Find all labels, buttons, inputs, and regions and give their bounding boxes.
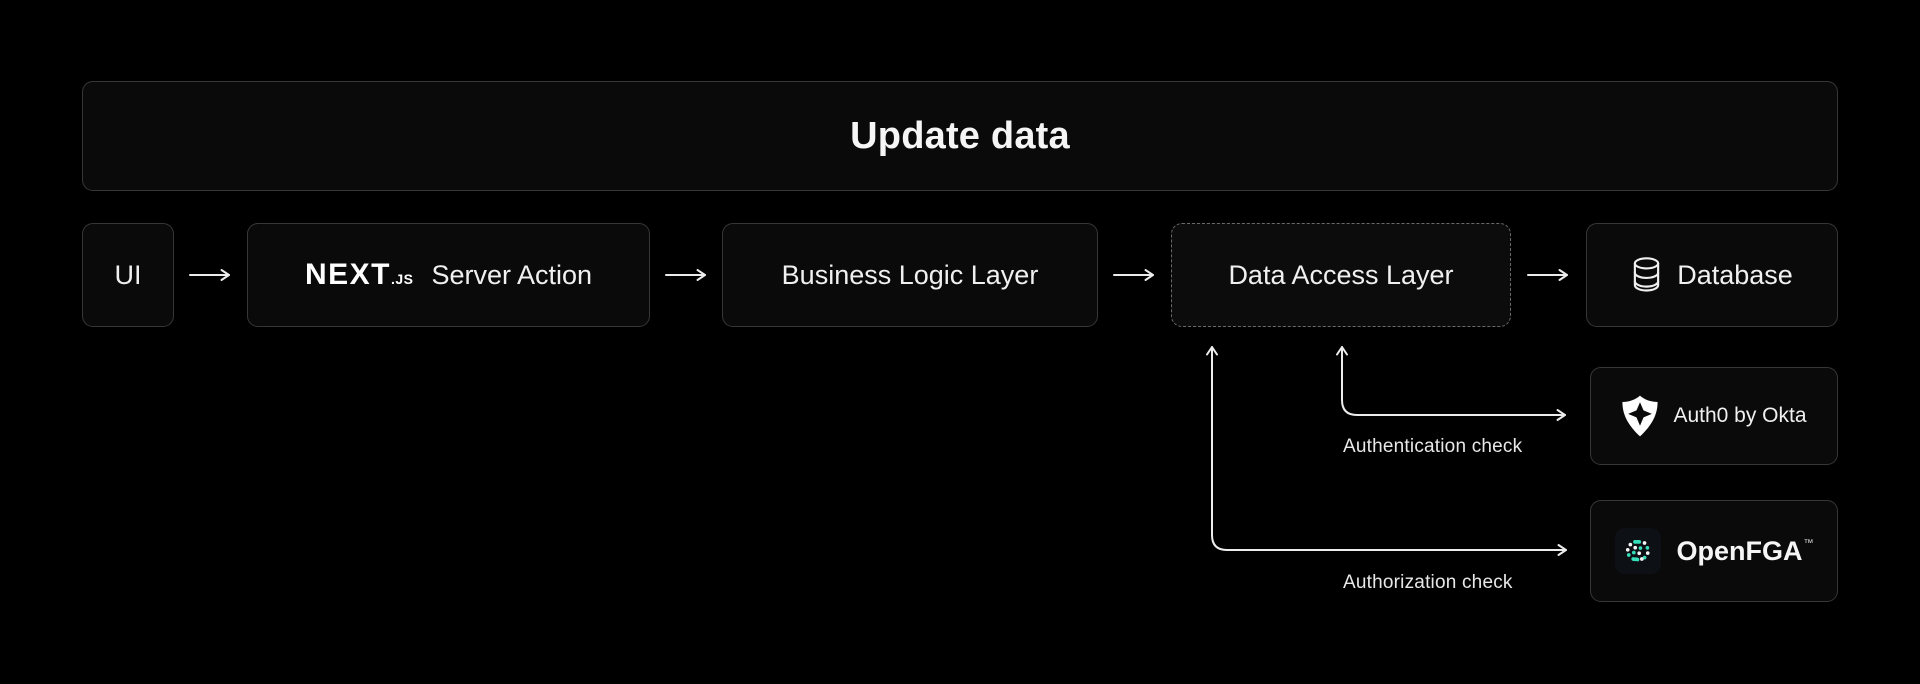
authentication-check-label: Authentication check: [1343, 436, 1523, 457]
openfga-wordmark: OpenFGA: [1676, 535, 1803, 566]
service-openfga-label: OpenFGA ™: [1677, 536, 1814, 567]
service-auth0: Auth0 by Okta: [1590, 367, 1838, 465]
nextjs-logo-suffix: .JS: [390, 271, 414, 287]
node-nextjs-server-action: NEXT .JS Server Action: [247, 223, 650, 327]
page-title: Update data: [850, 114, 1070, 157]
node-business-logic-label: Business Logic Layer: [781, 259, 1039, 290]
service-auth0-label: Auth0 by Okta: [1673, 404, 1807, 427]
node-database-label: Database: [1677, 259, 1793, 290]
service-openfga: OpenFGA ™: [1590, 500, 1838, 602]
nextjs-logo-icon: NEXT .JS: [305, 258, 414, 292]
node-data-access-layer: Data Access Layer: [1171, 223, 1511, 327]
authentication-check-arrow: [1336, 346, 1566, 421]
node-server-action-label: Server Action: [431, 259, 593, 290]
authorization-check-label: Authorization check: [1343, 572, 1513, 593]
node-database: Database: [1586, 223, 1838, 327]
openfga-dots-icon: [1614, 528, 1661, 574]
title-banner: Update data: [82, 81, 1838, 191]
auth0-shield-icon: [1621, 395, 1659, 437]
node-data-access-label: Data Access Layer: [1228, 259, 1454, 290]
node-ui: UI: [82, 223, 174, 327]
database-cylinder-icon: [1631, 256, 1662, 294]
openfga-trademark: ™: [1803, 537, 1814, 549]
nextjs-logo-word: NEXT: [304, 258, 391, 291]
node-ui-label: UI: [114, 259, 142, 290]
node-business-logic-layer: Business Logic Layer: [722, 223, 1098, 327]
